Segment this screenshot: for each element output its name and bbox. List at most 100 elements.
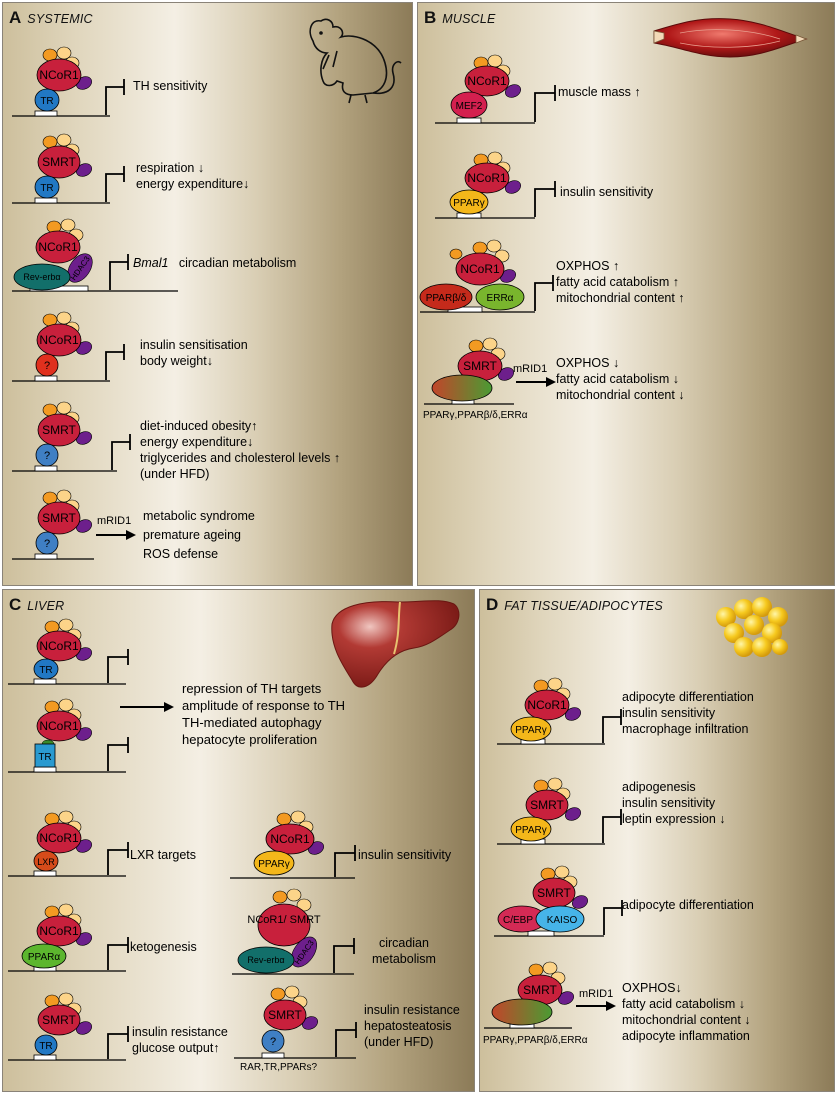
effect-text: muscle mass ↑ <box>558 85 641 99</box>
factor-label: ERRα <box>487 293 514 304</box>
effect-text: adipocyte differentiation <box>622 690 754 704</box>
panel-letter: A <box>9 8 22 27</box>
repression-complex: NCoR1 PPARγ <box>435 151 556 219</box>
panel-letter: D <box>486 595 499 614</box>
mrid1-label: mRID1 <box>97 515 132 527</box>
effect-text: energy expenditure↓ <box>140 435 254 449</box>
repression-complex: SMRT ? <box>12 401 131 472</box>
factor-label: ? <box>44 450 50 462</box>
effect-list: insulin sensitisation body weight↓ <box>140 337 248 369</box>
effect-list: adipocyte differentiation <box>622 897 754 913</box>
effect-list: insulin sensitivity <box>560 184 653 200</box>
effect-text: insulin sensitisation <box>140 338 248 352</box>
factor-label: ? <box>44 538 50 550</box>
corepressor-label: NCoR1 <box>39 924 79 938</box>
effect-text: body weight↓ <box>140 354 213 368</box>
panel-title: FAT TISSUE/ADIPOCYTES <box>504 599 663 613</box>
complex-smrt-unknown-liver: SMRT ? <box>234 985 364 1066</box>
effect-list: metabolic syndrome premature ageing ROS … <box>143 508 255 562</box>
complex-smrt-mrid1-muscle: SMRT <box>424 337 574 410</box>
repression-complex: NCoR1 TR <box>8 618 129 685</box>
complex-ncor1-ppargamma-fat: NCoR1 PPARγ <box>497 677 627 750</box>
panel-title: MUSCLE <box>442 12 496 26</box>
effect-text: diet-induced obesity↑ <box>140 419 258 433</box>
complex-ncor1-tr-liver-2: NCoR1 TR <box>8 698 158 780</box>
effect-text: LXR targets <box>130 848 197 862</box>
corepressor-label: NCoR1 <box>467 74 507 88</box>
panel-systemic: A SYSTEMIC <box>2 2 413 586</box>
muscle-icon <box>650 13 810 63</box>
effect-text: respiration ↓ <box>136 161 205 175</box>
effect-text: amplitude of response to TH <box>182 698 346 713</box>
factor-label: Rev-erbα <box>247 955 284 965</box>
mutant-complex: SMRT ? <box>12 489 136 560</box>
effect-list: insulin resistance hepatosteatosis (unde… <box>364 1002 460 1050</box>
repression-complex: NCoR1 MEF2 <box>435 54 556 124</box>
effect-text: insulin resistance <box>132 1025 228 1039</box>
effect-text: adipocyte inflammation <box>622 1029 750 1043</box>
panel-title: SYSTEMIC <box>27 12 93 26</box>
corepressor-label: SMRT <box>42 155 76 169</box>
effect-list: adipocyte differentiation insulin sensit… <box>622 689 754 737</box>
mouse-icon <box>293 11 405 106</box>
effect-text: metabolic syndrome <box>143 509 255 523</box>
repression-complex: NCoR1 TR <box>8 698 129 773</box>
effect-list: OXPHOS ↓ fatty acid catabolism ↓ mitocho… <box>556 355 685 403</box>
corepressor-label: SMRT <box>537 886 571 900</box>
effect-list: diet-induced obesity↑ energy expenditure… <box>140 418 340 482</box>
factor-label: TR <box>38 752 51 763</box>
complex-smrt-mrid1-fat: SMRT <box>484 961 634 1034</box>
panel-title: LIVER <box>27 599 65 613</box>
corepressor-label: NCoR1 <box>270 832 310 846</box>
repression-complex: SMRT C/EBP KAISO <box>494 865 623 937</box>
factor-label: ? <box>44 360 50 372</box>
factor-label: PPARγ <box>515 725 547 736</box>
complex-ncor1-mef2: NCoR1 MEF2 <box>435 54 565 130</box>
complex-ncor1-ppargamma: NCoR1 PPARγ <box>435 151 565 224</box>
effect-text: adipocyte differentiation <box>622 898 754 912</box>
effect-text: mitochondrial content ↓ <box>622 1013 751 1027</box>
corepressor-label: NCoR1/ SMRT <box>247 914 320 926</box>
factors-label: PPARγ,PPARβ/δ,ERRα <box>483 1035 588 1046</box>
effect-text: insulin sensitivity <box>560 185 654 199</box>
effect-list: OXPHOS ↑ fatty acid catabolism ↑ mitocho… <box>556 258 685 306</box>
factors-label: RAR,TR,PPARs? <box>240 1062 318 1073</box>
effect-text: mitochondrial content ↓ <box>556 388 685 402</box>
effect-list: respiration ↓ energy expenditure↓ <box>136 160 249 192</box>
th-group-arrow <box>120 700 176 714</box>
factor-label: PPARα <box>28 952 60 963</box>
effect-text: (under HFD) <box>364 1035 434 1049</box>
effect-text: metabolism <box>372 952 436 966</box>
mutant-complex: SMRT <box>424 337 556 405</box>
corepressor-label: SMRT <box>268 1008 302 1022</box>
effect-text: glucose output↑ <box>132 1041 220 1055</box>
complex-ncor1-tr-liver: NCoR1 TR <box>8 618 158 690</box>
effect-text: fatty acid catabolism ↑ <box>556 275 679 289</box>
repression-complex: NCoR1 ? <box>12 311 125 382</box>
corepressor-label: NCoR1 <box>467 171 507 185</box>
repression-complex: NCoR1/ SMRT Rev-erbα HDAC3 <box>232 888 355 975</box>
complex-ncor1-pparalpha: NCoR1 PPARα <box>8 903 158 977</box>
corepressor-label: NCoR1 <box>460 262 500 276</box>
repression-complex: NCoR1 PPARα <box>8 903 129 972</box>
effect-list: insulin resistance glucose output↑ <box>132 1024 228 1056</box>
corepressor-label: SMRT <box>463 359 497 373</box>
effect-text: macrophage infiltration <box>622 722 749 736</box>
effect-text: TH sensitivity <box>133 79 208 93</box>
effect-list: OXPHOS↓ fatty acid catabolism ↓ mitochon… <box>622 980 751 1044</box>
effect-text: OXPHOS ↓ <box>556 356 620 370</box>
effect-text: circadian <box>378 936 429 950</box>
liver-icon <box>328 594 463 698</box>
factor-label: TR <box>39 665 52 676</box>
factors-label: PPARγ,PPARβ/δ,ERRα <box>423 410 528 421</box>
effect-list: TH sensitivity <box>133 78 207 94</box>
corepressor-label: SMRT <box>530 798 564 812</box>
effect-text: fatty acid catabolism ↓ <box>556 372 679 386</box>
effect-text: ROS defense <box>143 547 219 561</box>
complex-smrt-unknown: SMRT ? <box>12 400 152 478</box>
complex-ncor1-unknown: NCoR1 ? <box>12 310 142 388</box>
factor-label: PPARγ <box>258 859 290 870</box>
corepressor-label: SMRT <box>42 511 76 525</box>
effect-text: OXPHOS ↑ <box>556 259 620 273</box>
